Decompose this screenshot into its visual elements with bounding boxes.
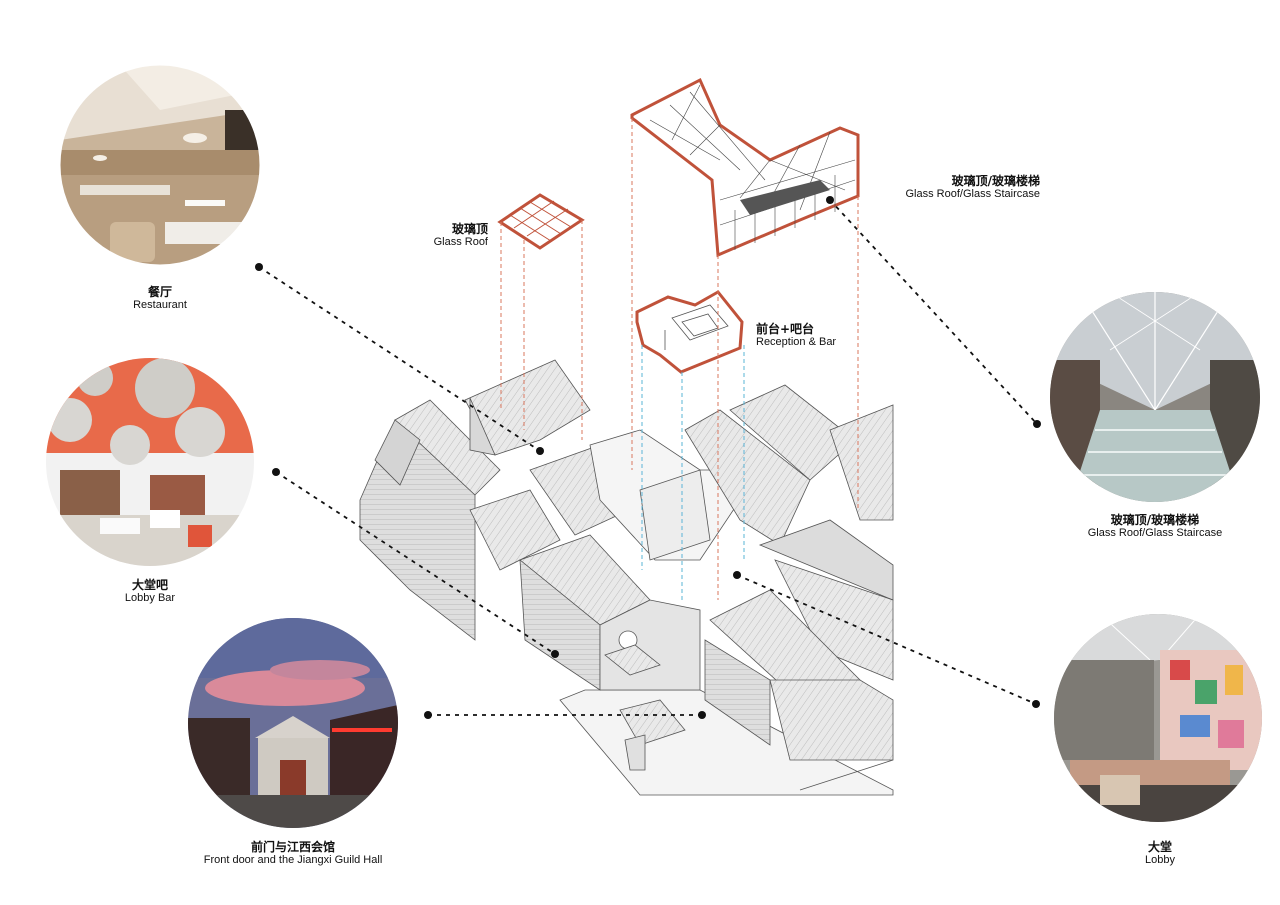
glass-roof-component-label: 玻璃顶 Glass Roof — [410, 222, 488, 250]
lobby-label-en: Lobby — [1145, 854, 1175, 867]
glass-roof-staircase-component-label-en: Glass Roof/Glass Staircase — [905, 188, 1041, 201]
glass-staircase-photo-label-en: Glass Roof/Glass Staircase — [1087, 527, 1223, 540]
glass-roof-staircase-component — [630, 77, 860, 258]
glass-roof-component-label-cn: 玻璃顶 — [451, 222, 488, 236]
front-door-label: 前门与江西会馆 Front door and the Jiangxi Guild… — [170, 840, 416, 868]
front-door-photo — [188, 618, 398, 828]
glass-roof-staircase-component-label-cn: 玻璃顶/玻璃楼梯 — [951, 174, 1040, 188]
projection-lines — [500, 118, 859, 600]
glass-staircase-photo — [1050, 292, 1260, 502]
restaurant-label-cn: 餐厅 — [147, 285, 172, 299]
lobby-label: 大堂 Lobby — [1110, 840, 1210, 868]
restaurant-label-en: Restaurant — [133, 299, 187, 312]
lobby-bar-label-en: Lobby Bar — [124, 592, 176, 605]
reception-bar-component-label: 前台+吧台 Reception & Bar — [756, 322, 866, 350]
building-complex-axonometric — [359, 359, 894, 796]
glass-roof-staircase-component-label: 玻璃顶/玻璃楼梯 Glass Roof/Glass Staircase — [862, 174, 1041, 202]
lobby-label-cn: 大堂 — [1147, 840, 1172, 854]
lobby-bar-label: 大堂吧 Lobby Bar — [85, 578, 215, 606]
lobby-photo — [1054, 614, 1262, 822]
reception-bar-component-label-en: Reception & Bar — [756, 336, 837, 349]
lobby-bar-label-cn: 大堂吧 — [131, 578, 168, 592]
restaurant-label: 餐厅 Restaurant — [95, 285, 225, 313]
front-door-label-cn: 前门与江西会馆 — [250, 840, 335, 854]
lobby-bar-photo — [46, 358, 254, 566]
leader-dots — [255, 196, 1041, 719]
glass-roof-component-label-en: Glass Roof — [433, 236, 488, 249]
front-door-label-en: Front door and the Jiangxi Guild Hall — [203, 854, 383, 867]
leader-lines — [258, 199, 1038, 716]
restaurant-photo — [59, 64, 261, 266]
glass-staircase-photo-label: 玻璃顶/玻璃楼梯 Glass Roof/Glass Staircase — [1070, 513, 1240, 541]
glass-staircase-photo-label-cn: 玻璃顶/玻璃楼梯 — [1110, 513, 1200, 527]
reception-bar-component-label-cn: 前台+吧台 — [756, 322, 815, 336]
reception-bar-component — [635, 290, 744, 374]
glass-roof-component — [497, 193, 585, 250]
